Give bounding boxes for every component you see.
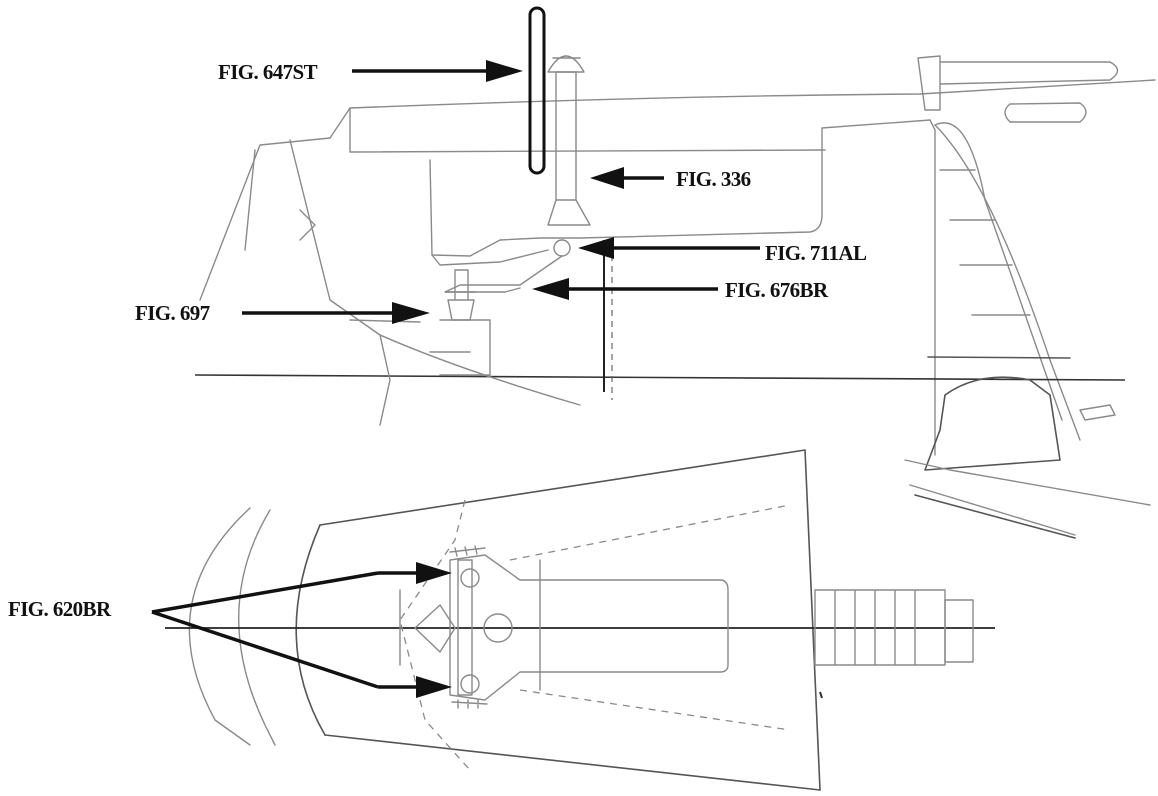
top-view [165,449,995,791]
steering-base [547,199,591,226]
label-fig-697: FIG. 697 [135,301,210,325]
outboard-cap [944,599,974,663]
label-fig-620br: FIG. 620BR [8,597,112,621]
transom-arc-inner [238,509,276,746]
cylinder-697 [445,269,477,321]
arrow-620br-leader-top [151,571,379,614]
pivot-center [483,613,513,643]
stern-bottom-dark [914,494,1076,539]
arrow-620br-head-top [416,562,452,584]
console-base [431,249,549,266]
tiller-pivot [553,239,571,257]
ladder-rungs [939,169,1031,316]
pivot-bottom [460,674,480,694]
arrow-620br-leader-bottom [151,610,379,689]
arrow-336-head [590,167,624,189]
ladder-rail-left [934,124,1081,441]
trim-tab [1079,404,1116,421]
steering-helm-top [547,55,585,73]
stern-bottom [904,459,1151,536]
porthole [1004,102,1087,123]
cylinder-697-base [439,319,491,376]
deck-outline-bottom [324,734,821,791]
transom-line [929,119,936,456]
callout-711al: FIG. 711AL [578,237,868,265]
lower-hull-left [349,319,581,426]
arrow-676br-head [532,278,569,300]
arrow-697-head [392,302,430,324]
small-tick [819,691,823,699]
console-housing [429,119,931,257]
callout-647st: FIG. 647ST [218,60,523,84]
dashed-lines [509,504,791,731]
label-fig-336: FIG. 336 [676,167,751,191]
arrow-711al-head [578,237,614,259]
dashed-cone [399,499,471,771]
bracket-top [449,545,486,557]
arrow-620br-head-bottom [416,676,452,698]
outboard-block [539,559,946,691]
callout-620br: FIG. 620BR [8,562,452,698]
transom-arc-outer [188,507,251,746]
top-rail [917,55,1119,111]
steering-column [555,71,577,201]
gunwale-line [349,107,826,153]
outboard-mount [924,356,1071,471]
hull-outline [329,79,1156,139]
label-fig-647st: FIG. 647ST [218,60,318,84]
pivot-top [460,568,480,588]
diamond-mark [399,589,456,666]
side-view [194,6,1156,539]
callout-336: FIG. 336 [590,167,751,191]
tiller-link [444,255,563,293]
deck-front [295,524,326,736]
ladder-rail-right [934,122,1063,421]
steering-bar [457,559,473,696]
deck-outline-top [319,449,821,791]
steering-wheel [528,6,546,175]
callout-697: FIG. 697 [135,301,430,325]
label-fig-711al: FIG. 711AL [765,241,867,265]
bracket-bottom [451,699,488,709]
arrow-647st-head [486,60,523,82]
bow-outline [199,137,381,336]
waterline [194,374,1126,381]
label-fig-676br: FIG. 676BR [725,278,829,302]
bow-detail [244,149,316,251]
callout-676br: FIG. 676BR [532,278,830,302]
steering-frame [449,554,729,701]
